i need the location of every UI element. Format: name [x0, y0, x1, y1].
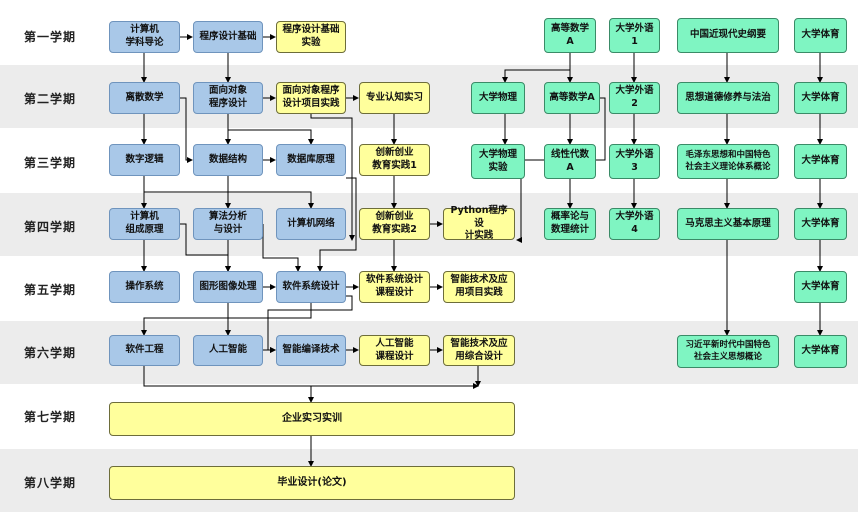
course-english-4: 大学外语4: [609, 208, 660, 240]
course-cognition-internship: 专业认知实习: [359, 82, 430, 114]
course-mao-thought: 毛泽东思想和中国特色 社会主义理论体系概论: [677, 144, 779, 179]
course-xi-thought: 习近平新时代中国特色 社会主义思想概论: [677, 335, 779, 368]
semester-label-8: 第八学期: [23, 475, 76, 490]
course-compiler: 智能编译技术: [276, 335, 346, 366]
course-computer-organization: 计算机 组成原理: [109, 208, 180, 240]
course-digital-logic: 数字逻辑: [109, 144, 180, 176]
course-ai-design-project: 人工智能 课程设计: [359, 335, 430, 366]
course-artificial-intelligence: 人工智能: [193, 335, 263, 366]
course-pe-3: 大学体育: [794, 144, 847, 179]
course-linear-algebra: 线性代数A: [544, 144, 596, 179]
course-advanced-math-a1: 高等数学A: [544, 18, 596, 53]
course-data-structures: 数据结构: [193, 144, 263, 176]
course-software-design: 软件系统设计: [276, 271, 346, 303]
semester-label-3: 第三学期: [23, 155, 76, 170]
course-oop-project: 面向对象程序 设计项目实践: [276, 82, 346, 114]
semester-label-5: 第五学期: [23, 282, 76, 297]
semester-label-7: 第七学期: [23, 409, 76, 424]
course-discrete-math: 离散数学: [109, 82, 180, 114]
course-graduation-thesis: 毕业设计(论文): [109, 466, 515, 500]
semester-label-6: 第六学期: [23, 345, 76, 360]
course-graphics: 图形图像处理: [193, 271, 263, 303]
course-pe-4: 大学体育: [794, 208, 847, 240]
course-probability-statistics: 概率论与 数理统计: [544, 208, 596, 240]
course-english-1: 大学外语1: [609, 18, 660, 53]
course-operating-systems: 操作系统: [109, 271, 180, 303]
course-networks: 计算机网络: [276, 208, 346, 240]
course-pe-1: 大学体育: [794, 18, 847, 53]
course-ethics-law: 思想道德修养与法治: [677, 82, 779, 114]
course-intro-to-cs: 计算机 学科导论: [109, 21, 180, 53]
course-python-practice: Python程序设 计实践: [443, 205, 515, 241]
course-software-design-project: 软件系统设计 课程设计: [359, 271, 430, 303]
course-physics-lab: 大学物理 实验: [471, 144, 525, 179]
semester-label-2: 第二学期: [23, 91, 76, 106]
course-physics: 大学物理: [471, 82, 525, 114]
course-english-2: 大学外语2: [609, 82, 660, 114]
course-advanced-math-a2: 高等数学A: [544, 82, 600, 114]
course-programming-basics: 程序设计基础: [193, 21, 263, 53]
course-ai-comprehensive-design: 智能技术及应 用综合设计: [443, 335, 515, 366]
course-database: 数据库原理: [276, 144, 346, 176]
course-programming-lab: 程序设计基础 实验: [276, 21, 346, 53]
course-modern-history: 中国近现代史纲要: [677, 18, 779, 53]
course-enterprise-internship: 企业实习实训: [109, 402, 515, 436]
course-algorithms: 算法分析 与设计: [193, 208, 263, 240]
semester-label-1: 第一学期: [23, 29, 76, 44]
course-innovation-2: 创新创业 教育实践2: [359, 208, 430, 240]
course-pe-6: 大学体育: [794, 335, 847, 368]
semester-label-4: 第四学期: [23, 219, 76, 234]
course-oop: 面向对象 程序设计: [193, 82, 263, 114]
course-ai-project-practice: 智能技术及应 用项目实践: [443, 271, 515, 303]
course-marxism-principles: 马克思主义基本原理: [677, 208, 779, 240]
course-english-3: 大学外语3: [609, 144, 660, 179]
course-innovation-1: 创新创业 教育实践1: [359, 144, 430, 176]
course-pe-5: 大学体育: [794, 271, 847, 303]
course-software-engineering: 软件工程: [109, 335, 180, 366]
course-pe-2: 大学体育: [794, 82, 847, 114]
